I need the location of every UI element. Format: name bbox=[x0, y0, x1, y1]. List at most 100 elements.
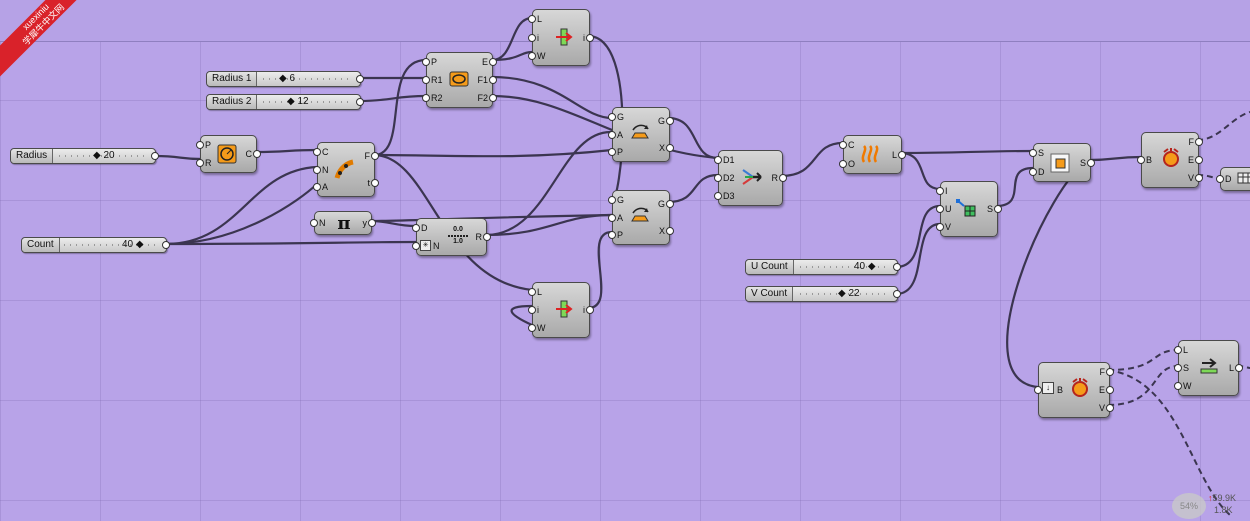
input-pin[interactable] bbox=[608, 148, 616, 157]
input-pin[interactable] bbox=[936, 205, 944, 213]
input-port-r[interactable]: R bbox=[205, 158, 212, 168]
count-slider[interactable]: Count 40 ◆ bbox=[21, 237, 170, 253]
input-port-n[interactable]: N bbox=[322, 164, 329, 175]
output-pin[interactable] bbox=[1195, 138, 1203, 146]
output-port-i[interactable]: i bbox=[583, 32, 585, 43]
output-port-r[interactable]: R bbox=[475, 232, 483, 242]
input-pin[interactable] bbox=[1216, 175, 1224, 183]
input-port-p[interactable]: P bbox=[617, 230, 624, 241]
input-port-g[interactable]: G bbox=[617, 111, 625, 122]
output-port-f[interactable]: F bbox=[1099, 367, 1106, 377]
input-pin[interactable] bbox=[313, 147, 321, 156]
output-pin[interactable] bbox=[1106, 368, 1114, 376]
input-pin[interactable] bbox=[608, 231, 616, 240]
output-pin[interactable] bbox=[666, 200, 674, 209]
input-port-a[interactable]: A bbox=[617, 212, 624, 223]
input-port-r1[interactable]: R1 bbox=[431, 75, 443, 85]
input-port-s[interactable]: S bbox=[1183, 363, 1190, 373]
input-pin[interactable] bbox=[936, 223, 944, 231]
output-pin[interactable] bbox=[1106, 404, 1114, 412]
radius1-slider[interactable]: Radius 1 ◆ 6 bbox=[206, 71, 364, 87]
input-port-a[interactable]: A bbox=[617, 129, 624, 140]
input-port-w[interactable]: W bbox=[537, 323, 546, 333]
input-pin[interactable] bbox=[422, 94, 430, 102]
ucount-slider[interactable]: U Count 40 ◆ bbox=[745, 259, 901, 275]
output-port-t[interactable]: t bbox=[367, 177, 370, 188]
input-port-d1[interactable]: D1 bbox=[723, 155, 735, 165]
input-pin[interactable] bbox=[608, 130, 616, 139]
output-pin[interactable] bbox=[489, 58, 497, 66]
output-pin[interactable] bbox=[371, 152, 379, 161]
input-pin[interactable] bbox=[196, 159, 204, 167]
input-port-n[interactable]: N bbox=[433, 241, 440, 251]
input-port-p[interactable]: P bbox=[205, 140, 212, 150]
output-port-r[interactable]: R bbox=[771, 173, 779, 183]
input-port-g[interactable]: G bbox=[617, 194, 625, 205]
input-port-d[interactable]: D bbox=[1225, 174, 1232, 184]
input-port-s[interactable]: S bbox=[1038, 148, 1045, 159]
output-pin[interactable] bbox=[151, 152, 159, 160]
input-port-a[interactable]: A bbox=[322, 182, 329, 193]
output-pin[interactable] bbox=[489, 76, 497, 84]
input-pin[interactable] bbox=[839, 159, 847, 168]
output-pin[interactable] bbox=[1106, 386, 1114, 394]
output-pin[interactable] bbox=[898, 150, 906, 159]
input-port-u[interactable]: U bbox=[945, 204, 952, 214]
output-pin[interactable] bbox=[666, 226, 674, 235]
input-port-d2[interactable]: D2 bbox=[723, 173, 735, 183]
output-port-x[interactable]: X bbox=[658, 225, 665, 236]
input-port-p[interactable]: P bbox=[617, 147, 624, 158]
output-pin[interactable] bbox=[666, 117, 674, 126]
output-pin[interactable] bbox=[779, 174, 787, 182]
output-pin[interactable] bbox=[356, 75, 364, 83]
output-pin[interactable] bbox=[368, 219, 376, 227]
input-pin[interactable] bbox=[313, 165, 321, 174]
output-port-v[interactable]: V bbox=[1187, 173, 1194, 183]
input-pin[interactable] bbox=[1029, 149, 1037, 158]
output-port-g[interactable]: G bbox=[657, 116, 665, 127]
output-port-i[interactable]: i bbox=[583, 305, 585, 315]
input-pin[interactable] bbox=[1174, 364, 1182, 372]
input-pin[interactable] bbox=[528, 15, 536, 24]
input-port-v[interactable]: V bbox=[945, 222, 952, 232]
output-pin[interactable] bbox=[893, 290, 901, 298]
output-pin[interactable] bbox=[994, 205, 1002, 213]
output-port-e[interactable]: E bbox=[1098, 385, 1105, 395]
output-port-v[interactable]: V bbox=[1098, 403, 1105, 413]
input-pin[interactable] bbox=[1029, 167, 1037, 176]
output-pin[interactable] bbox=[586, 33, 594, 42]
input-port-b[interactable]: B bbox=[1146, 155, 1153, 165]
input-port-c[interactable]: C bbox=[322, 146, 329, 157]
input-pin[interactable] bbox=[422, 58, 430, 66]
output-port-l[interactable]: L bbox=[1228, 363, 1234, 373]
input-pin[interactable] bbox=[936, 187, 944, 195]
input-port-l[interactable]: L bbox=[537, 14, 543, 25]
input-port-n[interactable]: N bbox=[319, 218, 326, 228]
output-pin[interactable] bbox=[371, 178, 379, 187]
input-pin[interactable] bbox=[196, 141, 204, 149]
input-port-i[interactable]: i bbox=[537, 32, 539, 43]
output-port-x[interactable]: X bbox=[658, 142, 665, 153]
input-pin[interactable] bbox=[714, 156, 722, 164]
output-port-f[interactable]: F bbox=[1188, 137, 1195, 147]
input-pin[interactable] bbox=[1174, 382, 1182, 390]
input-port-c[interactable]: C bbox=[848, 140, 855, 151]
input-pin[interactable] bbox=[412, 224, 420, 232]
input-port-d[interactable]: D bbox=[421, 223, 428, 233]
partial-component[interactable]: D bbox=[1216, 167, 1250, 191]
output-port-l[interactable]: L bbox=[891, 149, 897, 160]
output-port-g[interactable]: G bbox=[657, 199, 665, 210]
input-pin[interactable] bbox=[313, 183, 321, 192]
input-pin[interactable] bbox=[1137, 156, 1145, 164]
output-pin[interactable] bbox=[586, 306, 594, 314]
